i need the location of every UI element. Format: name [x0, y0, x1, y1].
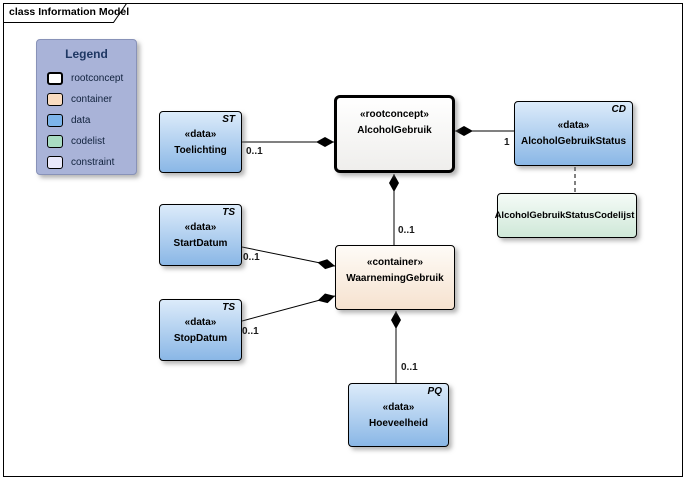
- node-name: WaarnemingGebruik: [346, 273, 444, 284]
- legend-item-label: codelist: [71, 136, 105, 147]
- node-waarneminggebruik[interactable]: «container» WaarnemingGebruik: [335, 245, 455, 310]
- node-toelichting[interactable]: ST «data» Toelichting: [159, 111, 242, 173]
- stereotype: «data»: [184, 221, 217, 233]
- node-name: AlcoholGebruik: [357, 125, 432, 136]
- multiplicity-label: 1: [504, 137, 510, 148]
- multiplicity-label: 0..1: [243, 252, 260, 263]
- legend-title: Legend: [65, 47, 108, 61]
- type-marker: CD: [611, 104, 626, 115]
- node-name: AlcoholGebruikStatus: [520, 136, 626, 147]
- node-name: StopDatum: [173, 332, 228, 344]
- node-startdatum[interactable]: TS «data» StartDatum: [159, 204, 242, 266]
- rootconcept-swatch-icon: [47, 72, 63, 85]
- stereotype: «data»: [382, 401, 415, 413]
- legend-item-codelist: codelist: [47, 131, 136, 152]
- stereotype: «data»: [184, 128, 217, 140]
- legend-item-constraint: constraint: [47, 152, 136, 173]
- constraint-swatch-icon: [47, 156, 63, 169]
- legend-item-rootconcept: rootconcept: [47, 68, 136, 89]
- legend-item-label: data: [71, 115, 91, 126]
- stereotype: «rootconcept»: [360, 109, 429, 120]
- type-marker: ST: [222, 114, 235, 125]
- multiplicity-label: 0..1: [401, 362, 418, 373]
- node-name: StartDatum: [173, 237, 228, 249]
- type-marker: PQ: [427, 386, 442, 397]
- type-marker: TS: [222, 302, 235, 313]
- node-name: Toelichting: [174, 144, 227, 156]
- edge-startdatum-waarneming: [241, 246, 336, 270]
- node-alcoholgebruikstatus[interactable]: CD «data» AlcoholGebruikStatus: [514, 101, 633, 166]
- legend: Legend rootconcept container data codeli…: [36, 39, 137, 175]
- edge-stopdatum-waarneming: [241, 293, 336, 322]
- node-name: Hoeveelheid: [369, 417, 428, 429]
- stereotype: «data»: [184, 316, 217, 328]
- stereotype: «container»: [366, 257, 424, 268]
- stereotype: «data»: [557, 120, 590, 131]
- multiplicity-label: 0..1: [242, 326, 259, 337]
- legend-item-label: container: [71, 94, 113, 105]
- type-marker: TS: [222, 207, 235, 218]
- node-alcoholgebruikstatuscodelijst[interactable]: AlcoholGebruikStatusCodelijst: [494, 193, 637, 238]
- legend-item-label: constraint: [71, 157, 115, 168]
- tab-label: class Information Model: [9, 6, 130, 18]
- diagram-tab: class Information Model: [3, 3, 129, 24]
- legend-item-data: data: [47, 110, 136, 131]
- diagram-frame: [3, 3, 683, 477]
- container-swatch-icon: [47, 93, 63, 106]
- legend-item-container: container: [47, 89, 136, 110]
- legend-item-label: rootconcept: [71, 73, 124, 84]
- multiplicity-label: 0..1: [398, 225, 415, 236]
- node-stopdatum[interactable]: TS «data» StopDatum: [159, 299, 242, 361]
- node-alcoholgebruik[interactable]: «rootconcept» AlcoholGebruik: [334, 95, 455, 173]
- codelist-swatch-icon: [47, 135, 63, 148]
- tab-shape-icon: [3, 3, 128, 23]
- multiplicity-label: 0..1: [246, 146, 263, 157]
- data-swatch-icon: [47, 114, 63, 127]
- node-hoeveelheid[interactable]: PQ «data» Hoeveelheid: [348, 383, 449, 447]
- node-name: AlcoholGebruikStatusCodelijst: [494, 210, 635, 221]
